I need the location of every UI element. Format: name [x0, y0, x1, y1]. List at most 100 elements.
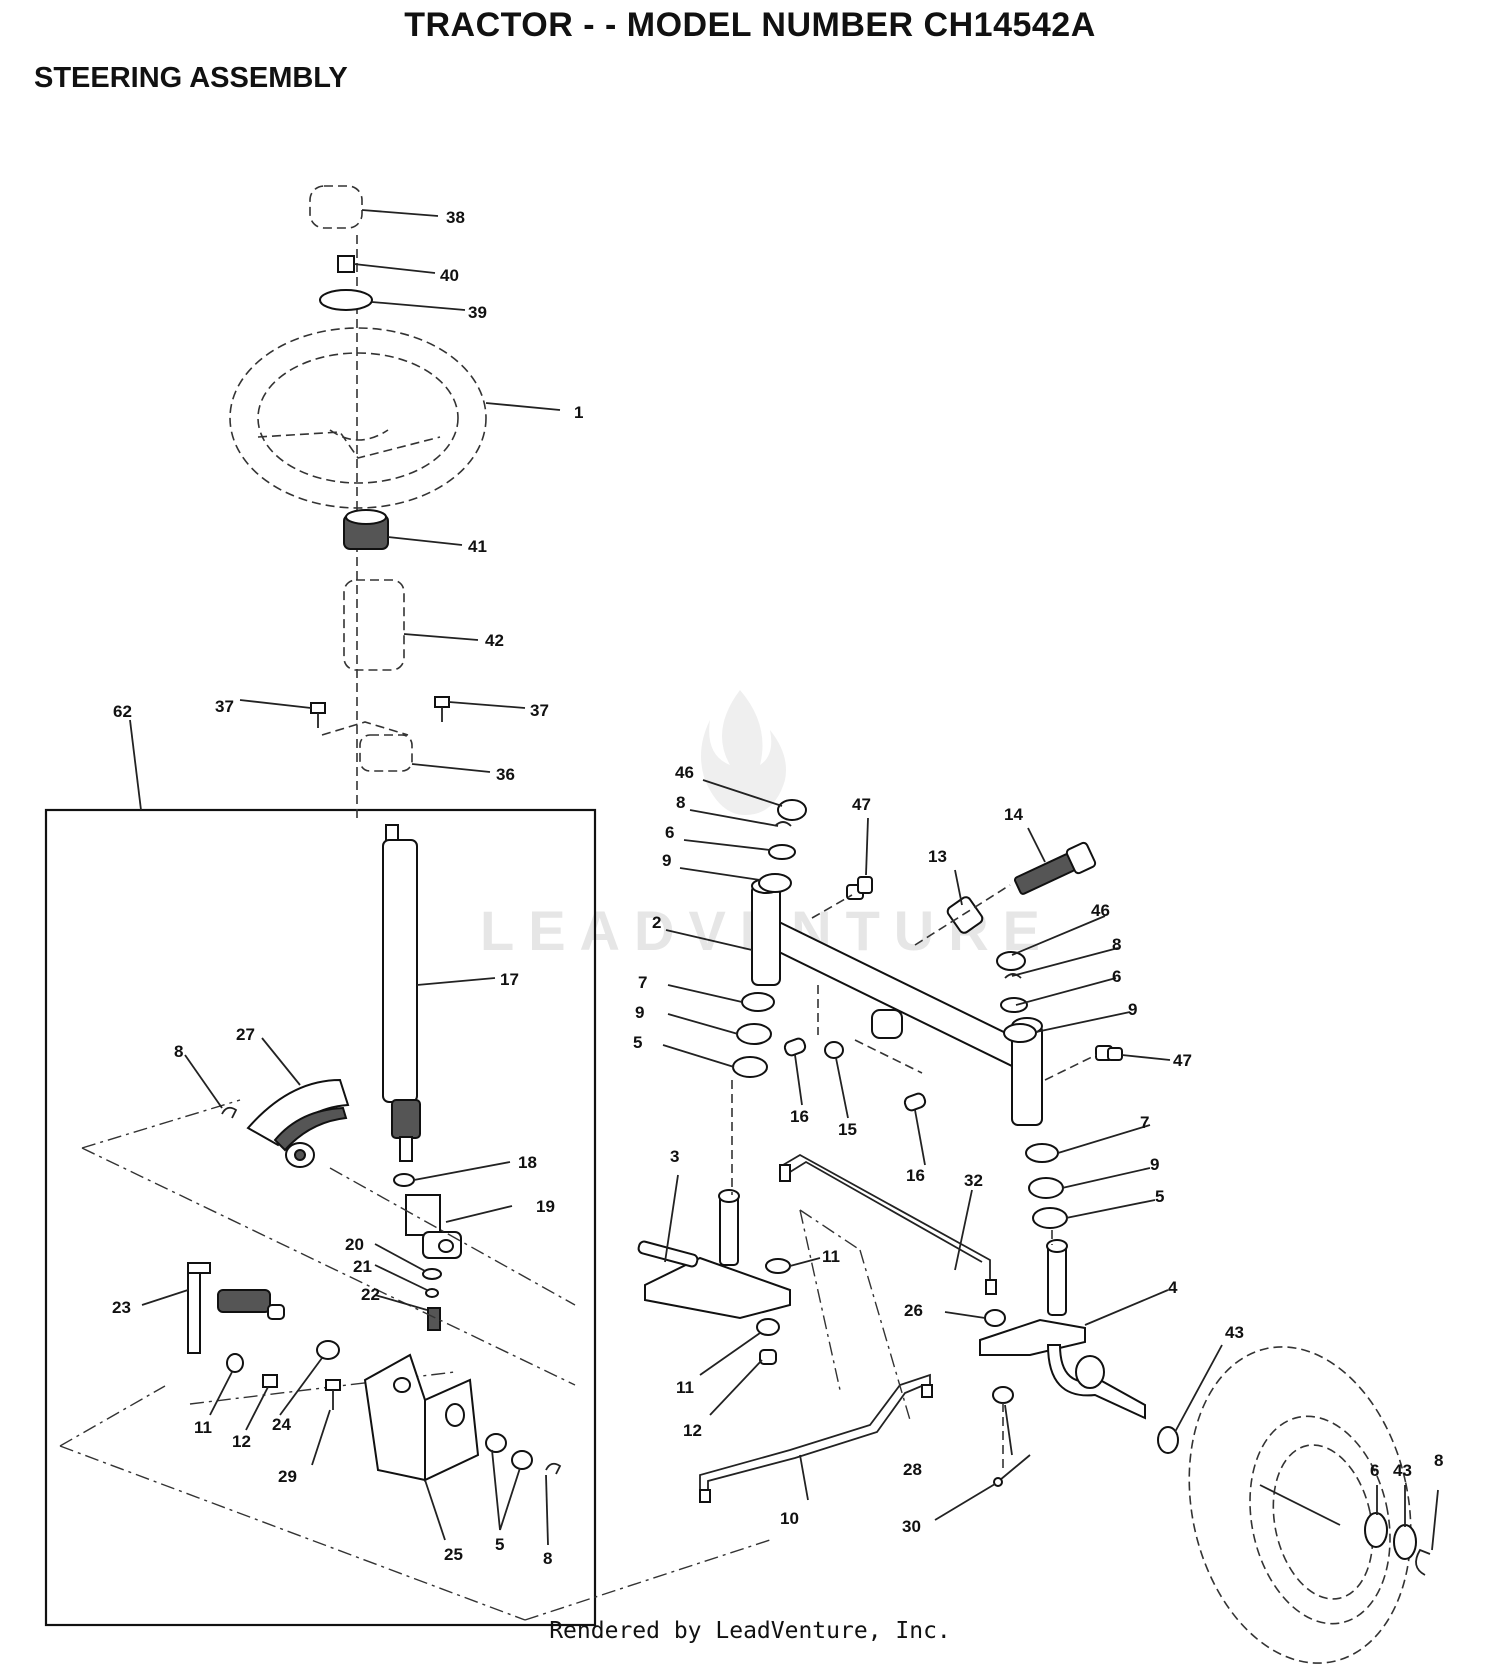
part-1-steering-wheel [229, 327, 487, 509]
part-3-spindle-left [637, 1189, 791, 1320]
callout-41: 41 [468, 537, 487, 556]
page-title: TRACTOR - - MODEL NUMBER CH14542A [404, 6, 1096, 44]
callout-37-left: 37 [215, 697, 234, 716]
part-9-washer-b [1003, 1023, 1037, 1043]
watermark-flame-icon [701, 690, 786, 815]
assembly-box-62 [44, 808, 597, 1627]
part-37-bolt-right [434, 696, 450, 722]
callout-27: 27 [236, 1025, 255, 1044]
part-11-washer-a [226, 1353, 244, 1373]
callout-25: 25 [444, 1545, 463, 1564]
callout-36: 36 [496, 765, 515, 784]
callout-21: 21 [353, 1257, 372, 1276]
part-47-fitting-b [1095, 1045, 1123, 1061]
part-10-tie-rod [699, 1373, 933, 1503]
leader-lines-right [662, 779, 1439, 1551]
callout-9-d: 9 [1150, 1155, 1159, 1174]
part-27-sector-gear [246, 1078, 350, 1168]
callout-18: 18 [518, 1153, 537, 1172]
callout-4: 4 [1168, 1278, 1178, 1297]
part-36-coupler [321, 721, 413, 772]
callout-12-a: 12 [232, 1432, 251, 1451]
callout-9-c: 9 [635, 1003, 644, 1022]
part-46-cap-a [777, 799, 807, 821]
callout-20: 20 [345, 1235, 364, 1254]
part-41-hub [343, 509, 389, 550]
part-24-washer [316, 1340, 340, 1360]
part-29-bolt [325, 1379, 341, 1410]
callout-15: 15 [838, 1120, 857, 1139]
callout-29: 29 [278, 1467, 297, 1486]
callout-47-b: 47 [1173, 1051, 1192, 1070]
part-16-pin-b [903, 1092, 927, 1112]
part-12-nut-a [262, 1374, 278, 1388]
footer-credit: Rendered by LeadVenture, Inc. [549, 1618, 951, 1644]
part-11-washer-c [756, 1318, 780, 1336]
part-22-bolt [427, 1307, 441, 1331]
part-43-washer-b [1393, 1524, 1417, 1560]
callout-13: 13 [928, 847, 947, 866]
callout-2: 2 [652, 913, 661, 932]
callout-11-c: 11 [676, 1378, 694, 1397]
callout-47-a: 47 [852, 795, 871, 814]
callout-11-a: 11 [194, 1418, 212, 1437]
part-26-nut [984, 1309, 1006, 1327]
callout-6-b: 6 [1112, 967, 1121, 986]
callout-11-b: 11 [822, 1247, 840, 1266]
part-9-washer-c [736, 1023, 772, 1045]
part-16-pin-a [783, 1037, 807, 1057]
part-8-clip-d [1004, 973, 1022, 979]
part-8-clip-e [1415, 1548, 1431, 1576]
callout-9-b: 9 [1128, 1000, 1137, 1019]
callout-8-c: 8 [676, 793, 685, 812]
wheel-tire [1188, 1346, 1412, 1664]
callout-16-b: 16 [906, 1166, 925, 1185]
part-5-washer-d [1032, 1207, 1068, 1229]
callout-10: 10 [780, 1509, 799, 1528]
callout-8-d: 8 [1112, 935, 1121, 954]
part-32-drag-link [779, 1153, 997, 1295]
part-37-bolt-left [310, 702, 326, 728]
callout-62: 62 [113, 702, 132, 721]
part-8-clip-b [545, 1462, 562, 1475]
callout-8-e: 8 [1434, 1451, 1443, 1470]
callout-23: 23 [112, 1298, 131, 1317]
part-21-washer [425, 1288, 439, 1298]
callout-32: 32 [964, 1171, 983, 1190]
callout-5-b: 5 [633, 1033, 642, 1052]
callout-8-a: 8 [174, 1042, 183, 1061]
part-39-washer [319, 289, 373, 311]
callout-1: 1 [574, 403, 583, 422]
callout-9-a: 9 [662, 851, 671, 870]
callout-30: 30 [902, 1517, 921, 1536]
part-9-washer-a [758, 873, 792, 893]
part-43-washer-a [1157, 1426, 1179, 1454]
part-25-bracket [363, 1353, 480, 1482]
part-7-washer-a [741, 992, 775, 1012]
callout-6-a: 6 [665, 823, 674, 842]
part-15-nut [824, 1041, 844, 1059]
callout-7-a: 7 [638, 973, 647, 992]
callout-43-b: 43 [1393, 1461, 1412, 1480]
callout-8-b: 8 [543, 1549, 552, 1568]
callout-40: 40 [440, 266, 459, 285]
part-20-washer [422, 1268, 442, 1280]
part-9-washer-d [1028, 1177, 1064, 1199]
callout-24: 24 [272, 1415, 291, 1434]
part-6-washer-b [1000, 997, 1028, 1013]
part-19-pinion-block [405, 1194, 462, 1259]
part-5-washer-c [732, 1056, 768, 1078]
callout-12-b: 12 [683, 1421, 702, 1440]
part-30-cotter-pin [993, 1454, 1031, 1487]
part-5-washer-a [485, 1433, 507, 1453]
part-7-washer-b [1025, 1143, 1059, 1163]
part-11-washer-b [765, 1258, 791, 1274]
callout-46-b: 46 [1091, 901, 1110, 920]
callout-28: 28 [903, 1460, 922, 1479]
part-46-cap-b [996, 951, 1026, 971]
callout-37-right: 37 [530, 701, 549, 720]
callout-43-a: 43 [1225, 1323, 1244, 1342]
part-12-nut-b [759, 1349, 777, 1365]
part-14-bolt [1013, 841, 1097, 895]
